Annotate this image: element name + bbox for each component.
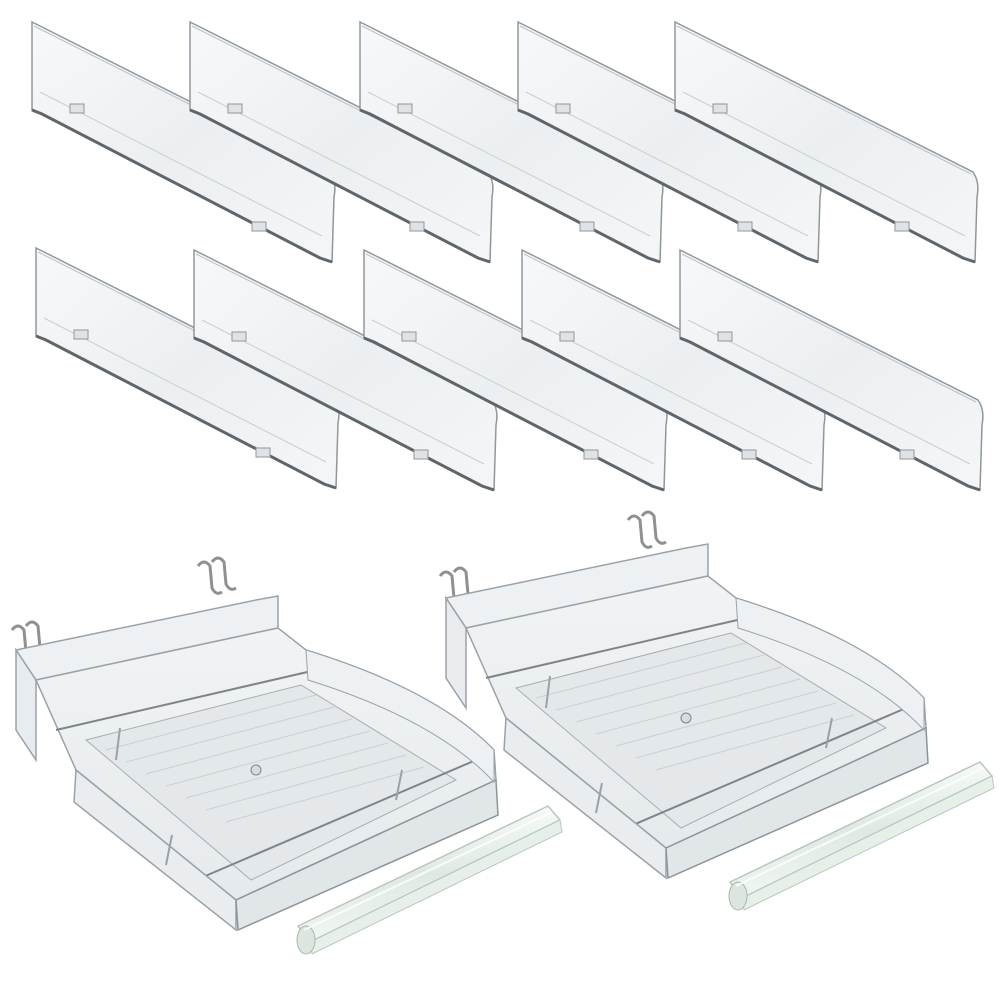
divider-row-1	[30, 20, 980, 264]
divider-row-2	[34, 246, 985, 492]
peg-hook-icon	[626, 510, 668, 549]
peg-hook-icon	[196, 556, 238, 595]
